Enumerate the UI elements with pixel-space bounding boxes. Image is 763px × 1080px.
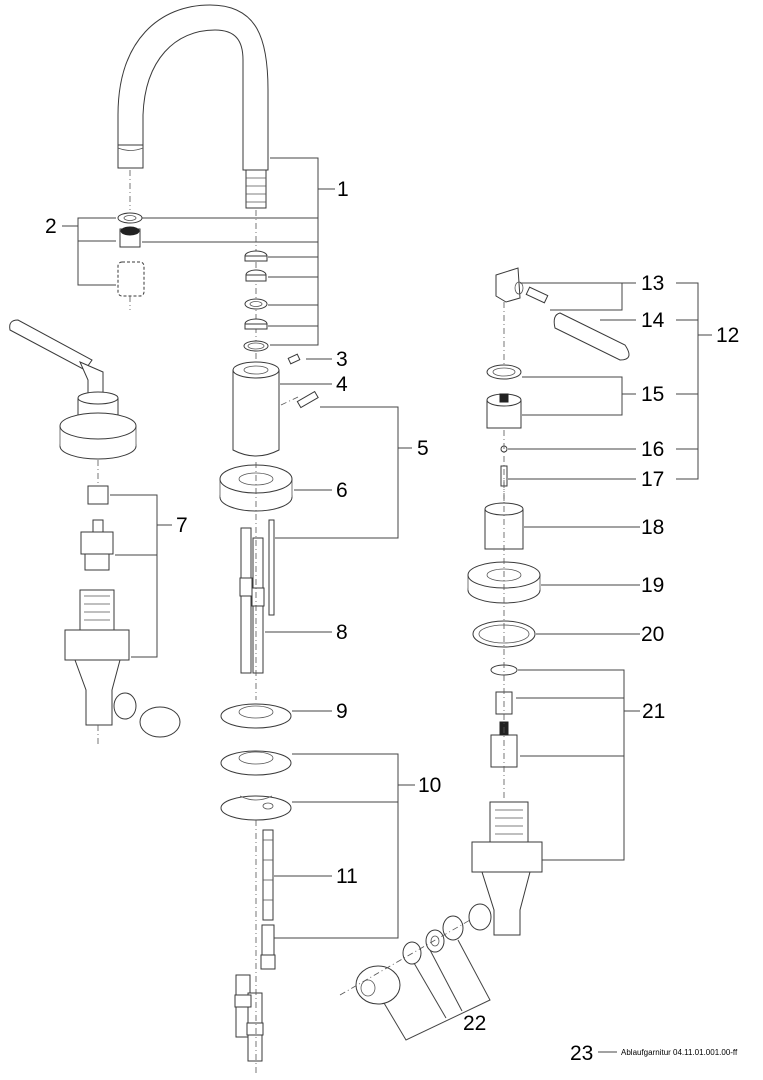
callout-14: 14 (641, 309, 665, 332)
callout-22: 22 (463, 1012, 486, 1035)
callout-1: 1 (337, 178, 349, 201)
left-handle-valve (9, 319, 181, 745)
leader-lines-7 (110, 494, 172, 658)
leader-lines-1-2 (62, 157, 335, 346)
callout-20: 20 (641, 623, 664, 646)
callout-5: 5 (417, 437, 429, 460)
supply-connection-parts (339, 915, 471, 1005)
spout-assembly (117, 4, 269, 360)
callout-4: 4 (336, 373, 348, 396)
callout-10: 10 (418, 774, 441, 797)
callout-labels: 1 2 3 4 5 6 7 8 9 10 11 12 13 14 15 16 1… (45, 178, 739, 1035)
callout-18: 18 (641, 516, 664, 539)
callout-12: 12 (716, 324, 739, 347)
callout-23: 23 (570, 1042, 593, 1065)
spout-body (232, 353, 319, 457)
drain-set-note: Ablaufgarnitur 04.11.01.001.00-ff (621, 1048, 738, 1057)
callout-6: 6 (336, 479, 348, 502)
callout-3: 3 (336, 348, 348, 371)
callout-17: 17 (641, 468, 664, 491)
leader-lines-center (265, 358, 415, 939)
callout-16: 16 (641, 438, 664, 461)
callout-11: 11 (336, 865, 358, 888)
supply-hoses (239, 462, 275, 700)
callout-21: 21 (642, 700, 665, 723)
threaded-rod (260, 829, 276, 970)
lower-washers (220, 703, 292, 821)
spout-rings (243, 250, 269, 352)
right-handle-valve (467, 267, 630, 936)
callout-8: 8 (336, 621, 348, 644)
callout-19: 19 (641, 574, 664, 597)
hose-ends (234, 820, 264, 1075)
callout-2: 2 (45, 215, 57, 238)
callout-13: 13 (641, 272, 664, 295)
callout-7: 7 (176, 514, 188, 537)
callout-9: 9 (336, 700, 348, 723)
aerator-parts (117, 212, 145, 310)
leader-lines-right (383, 282, 712, 1041)
footnote-23: 23 Ablaufgarnitur 04.11.01.001.00-ff (570, 1042, 738, 1065)
callout-15: 15 (641, 383, 664, 406)
